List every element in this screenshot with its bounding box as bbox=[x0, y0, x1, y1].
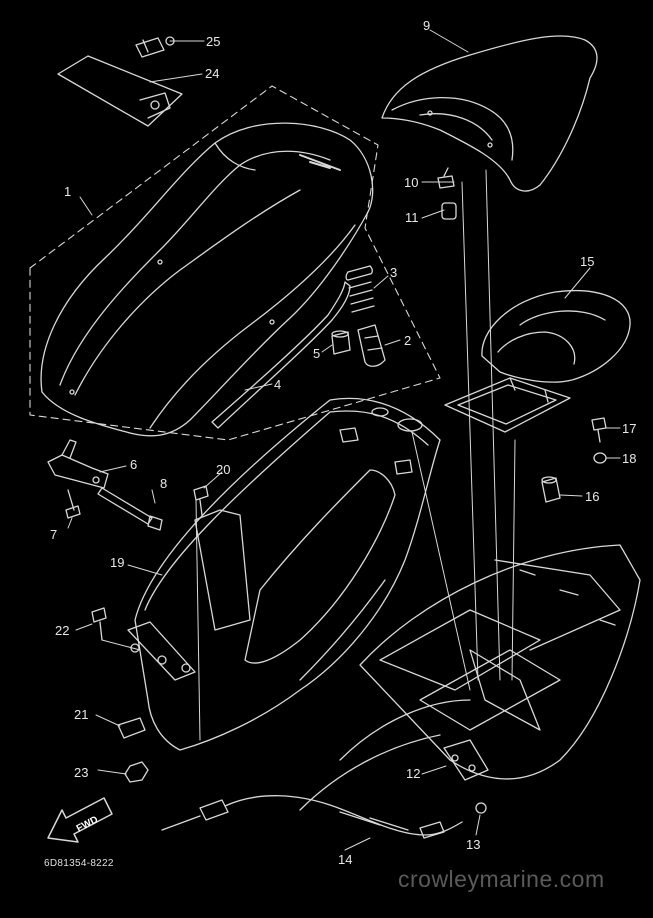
callout-13: 13 bbox=[466, 837, 481, 852]
part-seat-1 bbox=[40, 122, 374, 437]
part-nut-13 bbox=[475, 802, 487, 814]
part-screw-10 bbox=[437, 167, 455, 189]
callout-24: 24 bbox=[205, 66, 220, 81]
callout-23: 23 bbox=[74, 765, 89, 780]
callout-16: 16 bbox=[585, 489, 600, 504]
callout-19: 19 bbox=[110, 555, 125, 570]
part-trim-4 bbox=[211, 281, 351, 429]
diagram-part-code: 6D81354-8222 bbox=[44, 858, 114, 869]
callout-5: 5 bbox=[313, 346, 321, 361]
part-storage-bin-19 bbox=[134, 397, 441, 751]
callout-8: 8 bbox=[160, 476, 168, 491]
part-bracket-12 bbox=[443, 739, 489, 781]
callout-1: 1 bbox=[64, 184, 72, 199]
callout-10: 10 bbox=[404, 175, 419, 190]
callout-3: 3 bbox=[390, 265, 398, 280]
callout-6: 6 bbox=[130, 457, 138, 472]
callout-12: 12 bbox=[406, 766, 421, 781]
part-hinge-6 bbox=[47, 439, 109, 489]
part-grommet-5 bbox=[331, 330, 351, 355]
leader-lines bbox=[67, 29, 621, 851]
callout-21: 21 bbox=[74, 707, 89, 722]
callout-20: 20 bbox=[216, 462, 231, 477]
part-clip-21 bbox=[117, 717, 146, 739]
part-bolt-7 bbox=[65, 489, 81, 519]
part-grommet-16 bbox=[541, 476, 561, 503]
seat-assembly-boundary bbox=[29, 85, 441, 441]
part-rear-seat-9 bbox=[381, 35, 598, 192]
watermark: crowleymarine.com bbox=[398, 866, 605, 892]
part-nut-23 bbox=[124, 761, 149, 783]
part-pin-8 bbox=[97, 487, 163, 531]
part-plate-24 bbox=[57, 55, 183, 127]
callout-2: 2 bbox=[404, 333, 412, 348]
part-bolt-20 bbox=[193, 485, 209, 516]
callout-4: 4 bbox=[274, 377, 282, 392]
hull-frame bbox=[299, 544, 641, 811]
callout-17: 17 bbox=[622, 421, 637, 436]
part-washer-18 bbox=[593, 452, 607, 464]
callout-11: 11 bbox=[405, 210, 419, 225]
part-cable-14 bbox=[161, 795, 463, 839]
callout-22: 22 bbox=[55, 623, 70, 638]
callout-15: 15 bbox=[580, 254, 595, 269]
bin-hinge-hardware bbox=[127, 621, 196, 681]
callout-7: 7 bbox=[50, 527, 58, 542]
part-spring-3 bbox=[345, 265, 375, 313]
part-bolt-22 bbox=[91, 607, 107, 641]
callout-25: 25 bbox=[206, 34, 221, 49]
part-clip-25 bbox=[135, 36, 175, 58]
callout-14: 14 bbox=[338, 852, 353, 867]
part-grommet-11 bbox=[441, 202, 457, 220]
callout-9: 9 bbox=[423, 18, 431, 33]
forward-arrow-icon bbox=[47, 797, 113, 843]
callout-18: 18 bbox=[622, 451, 637, 466]
part-bolt-17 bbox=[591, 417, 607, 443]
part-latch-2 bbox=[357, 324, 386, 367]
part-tray-15 bbox=[444, 290, 631, 433]
